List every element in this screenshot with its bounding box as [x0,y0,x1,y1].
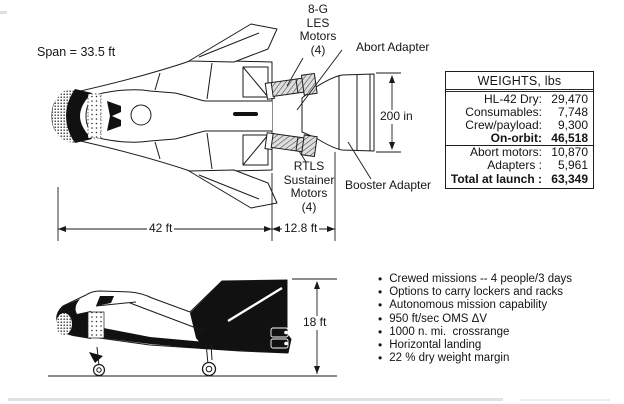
adapter-cone [301,73,375,152]
row-label: On-orbit: [490,131,542,146]
table-row: HL-42 Dry: 29,470 [446,92,593,106]
nose-stipple [52,89,75,143]
feature-text: 22 % dry weight margin [389,352,510,365]
nose-gear [89,346,106,377]
list-item: Options to carry lockers and racks [378,286,618,299]
list-item: Horizontal landing [378,339,618,352]
row-label: Total at launch : [450,171,542,186]
les-line-3: Motors [299,29,337,43]
weights-table-title: WEIGHTS, lbs [446,72,593,92]
dim-label-12-8ft: 12.8 ft [282,221,320,236]
row-value: 46,518 [551,131,588,146]
table-row-on-orbit: On-orbit: 46,518 [446,132,593,145]
feature-text: Options to carry lockers and racks [389,286,564,299]
les-motors-label: 8-G LES Motors (4) [280,2,356,57]
les-line-1: 8-G [307,2,328,16]
row-value: 29,470 [551,92,588,106]
docking-port [130,104,152,126]
rtls-line-2: Sustainer [283,172,335,187]
list-item: 22 % dry weight margin [378,352,618,365]
table-row: Adapters : 5,961 [446,159,593,172]
feature-text: Autonomous mission capability [389,299,548,312]
nose-black-crescent [66,89,92,143]
feature-text: Horizontal landing [389,339,482,352]
row-value: 63,349 [551,171,588,186]
dim-label-42ft: 42 ft [147,221,175,236]
engine-cluster [270,327,289,349]
les-line-2: LES [306,15,330,30]
rtls-line-3: Motors [290,186,328,200]
rtls-motor-pod [264,132,318,158]
list-item: Autonomous mission capability [378,299,618,312]
weights-table: WEIGHTS, lbs HL-42 Dry: 29,470 Consumabl… [445,71,594,189]
features-list: Crewed missions -- 4 people/3 days Optio… [378,273,618,365]
rtls-line-1: RTLS [293,159,325,173]
les-motor-pod [264,72,318,100]
table-row: Abort motors: 10,870 [446,145,593,159]
table-row: Consumables: 7,748 [446,105,593,120]
weights-table-body: HL-42 Dry: 29,470 Consumables: 7,748 Cre… [446,92,593,188]
fin-stripe [227,286,283,323]
feature-text: 950 ft/sec OMS ΔV [389,312,488,325]
scan-smudge [520,399,610,401]
table-row: Crew/payload: 9,300 [446,119,593,132]
scan-smudge [8,398,503,401]
rtls-motors-label: RTLS Sustainer Motors (4) [271,159,347,214]
abort-adapter-label: Abort Adapter [356,40,430,54]
side-hatch-panel [87,311,105,339]
hatch-marking [107,101,121,131]
row-value: 7,748 [557,105,588,120]
booster-adapter-label: Booster Adapter [345,178,432,192]
row-label: Abort motors: [469,145,542,160]
row-label: Consumables: [465,105,542,120]
canopy-glass [96,296,114,306]
row-value: 5,961 [557,158,588,173]
side-view-drawing [48,278,337,377]
scan-smudge [0,11,7,14]
table-row-total: Total at launch : 63,349 [446,171,593,186]
row-value: 9,300 [557,118,588,133]
dim-label-200in: 200 in [378,109,415,124]
list-item: 1000 n. mi. crossrange [378,326,618,339]
fuselage-outline [85,89,272,143]
les-line-4: (4) [310,42,326,57]
row-value: 10,870 [551,145,588,160]
rtls-line-4: (4) [301,199,317,214]
row-label: HL-42 Dry: [483,92,542,106]
dim-label-18ft: 18 ft [301,315,329,330]
span-label: Span = 33.5 ft [37,45,116,59]
leader-lines [286,49,372,180]
list-item: Crewed missions -- 4 people/3 days [378,273,618,286]
row-label: Adapters : [487,158,542,173]
thruster-band [87,93,102,139]
row-label: Crew/payload: [465,118,542,133]
centerline-slot [233,112,258,116]
feature-text: Crewed missions -- 4 people/3 days [389,273,573,285]
feature-text: 1000 n. mi. crossrange [389,325,510,338]
list-item: 950 ft/sec OMS ΔV [378,313,618,326]
side-nose-stipple [56,313,72,335]
top-view-drawing [51,23,401,241]
side-belly-black [85,325,205,349]
